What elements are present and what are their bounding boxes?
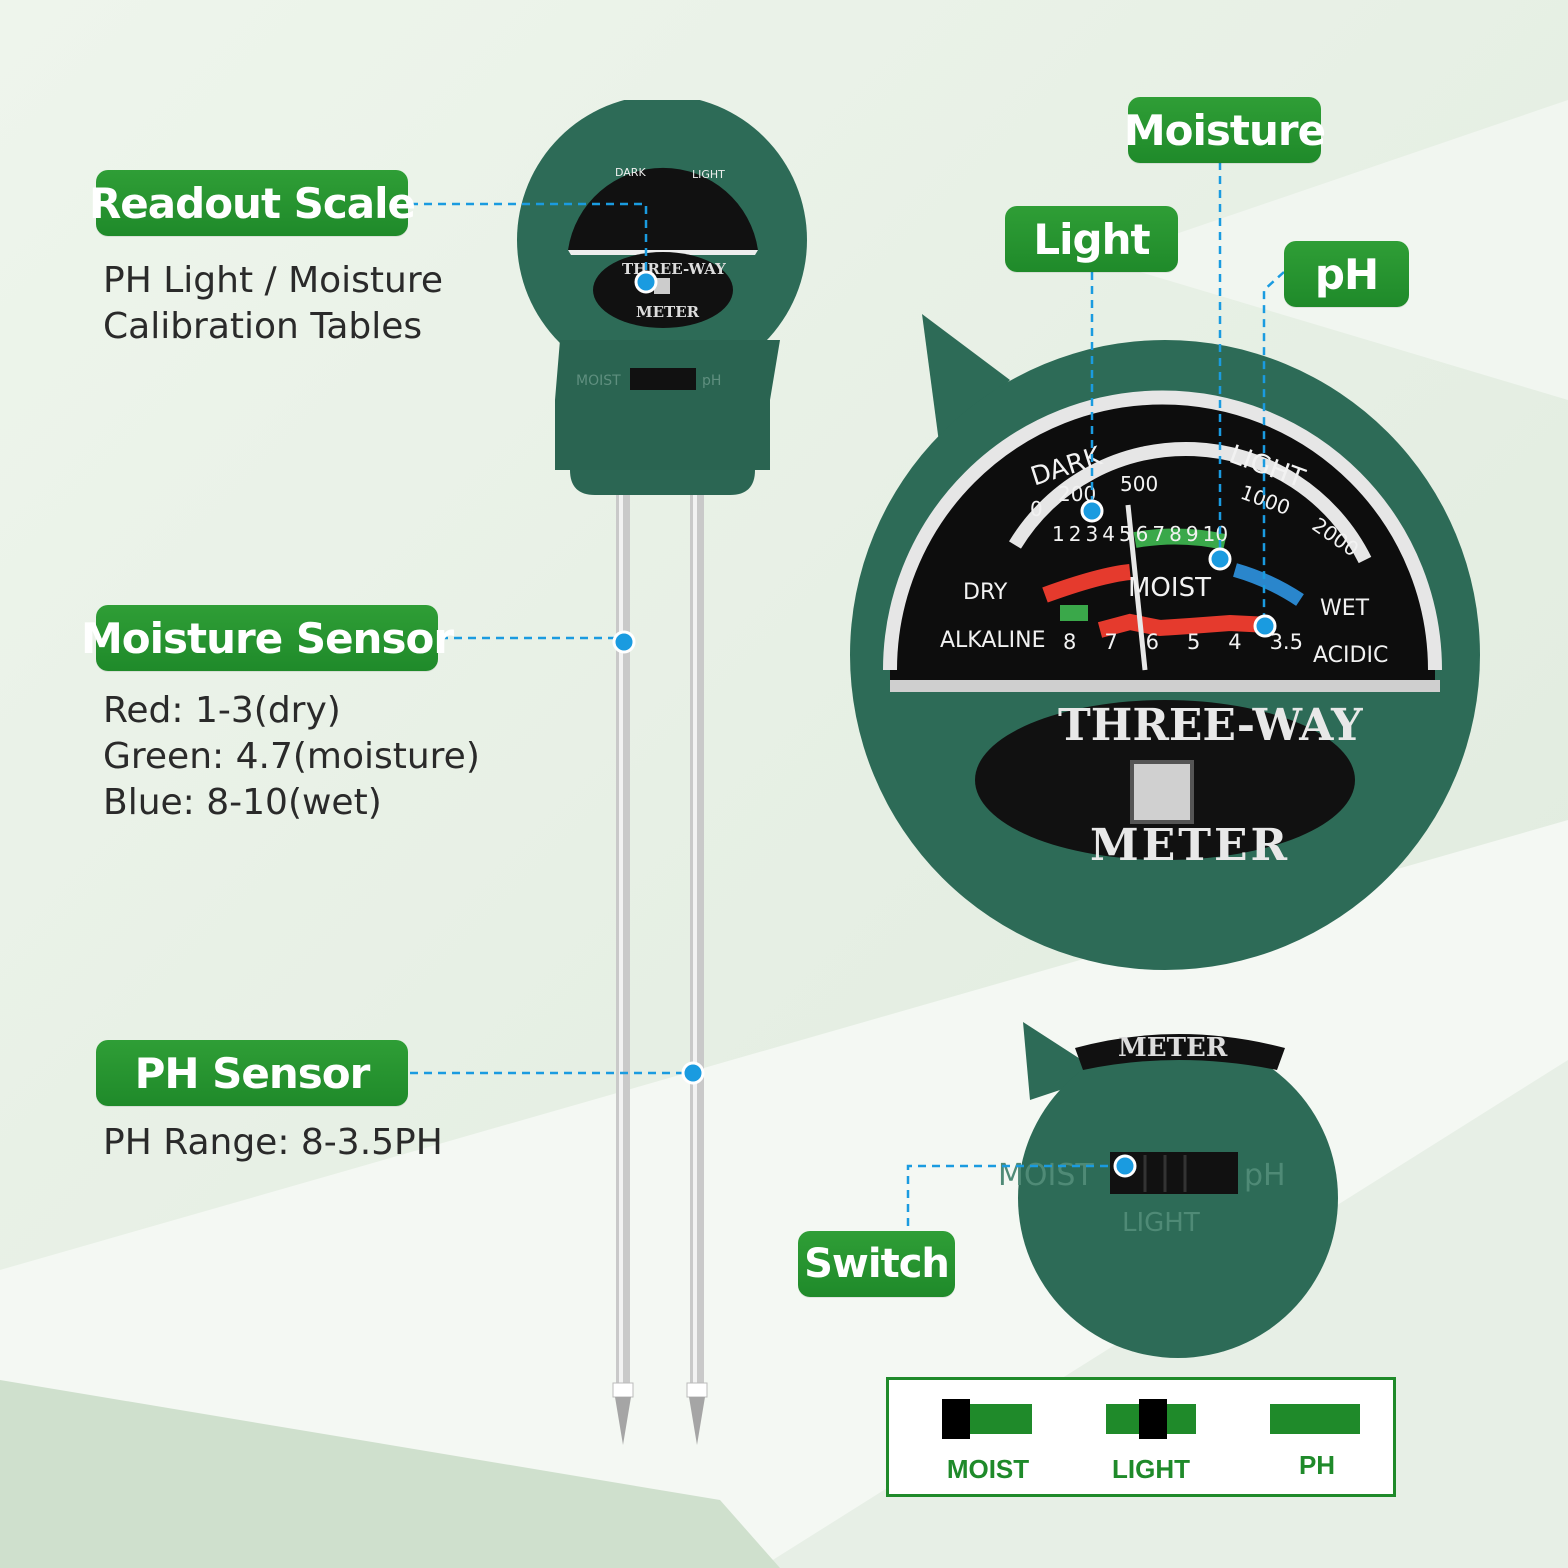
dial-wet-label: WET [1320, 596, 1370, 621]
dial-moist-tick: 4 [1102, 522, 1115, 546]
dial-ph-tick: 4 [1228, 630, 1242, 654]
switch-moist-text: MOIST [998, 1158, 1094, 1193]
readout-scale-desc: PH Light / Moisture Calibration Tables [103, 258, 443, 350]
desc-line: Green: 4.7(moisture) [103, 736, 480, 777]
dial-moist-tick: 8 [1169, 522, 1182, 546]
dial-moist-ticks: 1 2 3 4 5 6 7 8 9 10 [1052, 522, 1312, 546]
desc-line: PH Range: 8-3.5PH [103, 1122, 443, 1163]
ph-switch-bar [1270, 1404, 1360, 1434]
dial-ph-tick: 6 [1145, 630, 1159, 654]
dial-ph-tick: 5 [1186, 630, 1201, 654]
dial-alkaline-label: ALKALINE [940, 628, 1046, 653]
light-tag: Light [1005, 206, 1178, 272]
moisture-tag: Moisture [1124, 97, 1326, 163]
soil-meter-device: MOIST pH [517, 100, 807, 1445]
switch-ph-text: pH [1244, 1158, 1286, 1193]
dial-moist-tick: 5 [1118, 522, 1132, 546]
dial-brand-bottom: METER [1090, 820, 1291, 871]
device-ph-label: pH [702, 373, 721, 389]
ph-tag: pH [1284, 241, 1409, 307]
dial-moist-tick: 10 [1202, 522, 1229, 546]
dial-ph-tick: 3.5 [1269, 630, 1303, 654]
ph-sensor-desc: PH Range: 8-3.5PH [103, 1120, 443, 1166]
device-dial-light: LIGHT [692, 168, 725, 181]
dial-light-tick-0: 0 [1030, 497, 1043, 521]
dial-ph-ticks: 8 7 6 5 4 3.5 [1063, 630, 1303, 654]
dial-moist-tick: 7 [1152, 522, 1166, 546]
dial-moist-tick: 9 [1185, 522, 1199, 546]
dial-acidic-label: ACIDIC [1313, 643, 1389, 668]
switch-light-text: LIGHT [1122, 1208, 1200, 1238]
dial-moist-label: MOIST [1128, 573, 1211, 603]
dial-moist-tick: 2 [1068, 522, 1082, 546]
legend-ph-label: PH [1298, 1450, 1336, 1480]
dial-moist-tick: 3 [1085, 522, 1099, 546]
desc-line: Red: 1-3(dry) [103, 690, 341, 731]
device-brand-bottom: METER [636, 303, 700, 321]
light-switch-knob [1139, 1399, 1167, 1439]
desc-line: Calibration Tables [103, 306, 423, 347]
dial-moist-tick: 6 [1135, 522, 1149, 546]
desc-line: PH Light / Moisture [103, 260, 444, 301]
moisture-sensor-tag: Moisture Sensor [81, 605, 454, 671]
ph-sensor-tag: PH Sensor [96, 1040, 408, 1106]
dial-ph-tick: 7 [1104, 630, 1118, 654]
dial-light-tick-500: 500 [1120, 472, 1159, 496]
readout-scale-tag: Readout Scale [89, 170, 416, 236]
desc-line: Blue: 8-10(wet) [103, 782, 382, 823]
dial-moist-tick: 1 [1052, 522, 1065, 546]
moist-switch-knob [942, 1399, 970, 1439]
switch-tag: Switch [798, 1231, 955, 1297]
moisture-sensor-desc: Red: 1-3(dry) Green: 4.7(moisture) Blue:… [103, 688, 480, 826]
zoomed-switch [1018, 1022, 1338, 1358]
switch-meter-text: METER [1118, 1033, 1228, 1063]
dial-brand-top: THREE-WAY [1058, 700, 1363, 751]
zoomed-dial [850, 314, 1480, 970]
legend-light-label: LIGHT [1112, 1454, 1190, 1484]
dial-ph-tick: 8 [1063, 630, 1077, 654]
dial-dry-label: DRY [963, 580, 1008, 605]
legend-moist-label: MOIST [946, 1454, 1030, 1484]
device-dial-dark: DARK [615, 166, 646, 179]
device-moist-label: MOIST [576, 373, 621, 389]
switch-position-legend: MOIST LIGHT PH [886, 1377, 1396, 1497]
